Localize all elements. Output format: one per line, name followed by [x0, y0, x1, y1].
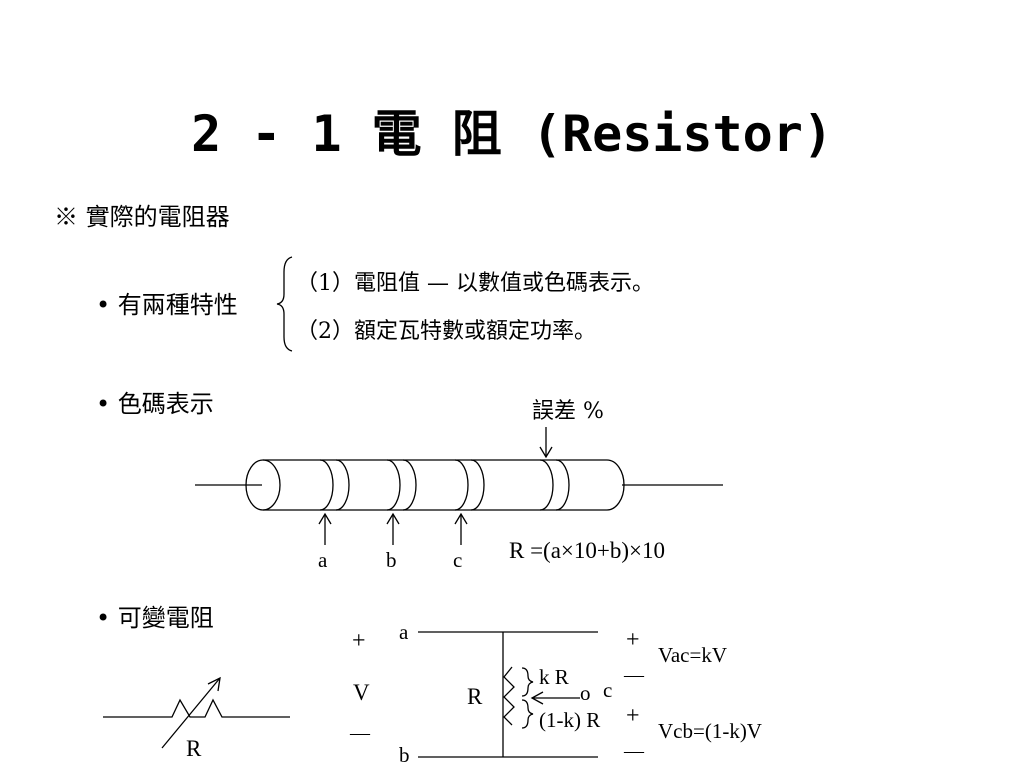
color-code-label: • 色碼表示	[96, 390, 214, 418]
minus-left: —	[350, 722, 370, 744]
band-label-a: a	[318, 548, 328, 572]
symbol-label: R	[186, 736, 202, 761]
node-a-label: a	[399, 620, 409, 644]
color-code-resistor	[195, 459, 723, 511]
band-label-b: b	[386, 548, 397, 572]
minus-bottom: —	[624, 740, 644, 762]
kr-label: k R	[539, 665, 569, 689]
page-title: 2 - 1 電 阻 (Resistor)	[191, 105, 833, 163]
plus-top: +	[626, 627, 640, 653]
curly-brace	[276, 256, 293, 352]
vcb-label: Vcb=(1-k)V	[658, 719, 762, 743]
characteristic-item: （1）電阻值 — 以數值或色碼表示。	[296, 271, 654, 296]
characteristic-item: （2）額定瓦特數或額定功率。	[296, 319, 596, 344]
voltage-label: V	[353, 680, 370, 705]
variable-resistor-label: • 可變電阻	[96, 604, 214, 632]
tolerance-label: 誤差 %	[532, 399, 604, 424]
variable-resistor-symbol	[103, 676, 290, 749]
wiper-label: o	[580, 681, 591, 705]
band-label-c: c	[453, 548, 463, 572]
characteristics-label: • 有兩種特性	[96, 291, 238, 319]
potentiometer-circuit	[418, 631, 598, 758]
vac-label: Vac=kV	[658, 643, 727, 667]
r-label: R	[467, 684, 483, 709]
resistance-formula: R =(a×10+b)×10	[509, 538, 666, 563]
minus-mid: —	[624, 664, 644, 686]
subtitle: ※ 實際的電阻器	[54, 203, 230, 231]
onemk-label: (1-k) R	[539, 708, 601, 732]
plus-left: +	[352, 628, 366, 654]
node-b-label: b	[399, 743, 410, 767]
band-arrows	[318, 427, 553, 545]
node-c-label: c	[603, 678, 613, 702]
plus-mid: +	[626, 703, 640, 729]
